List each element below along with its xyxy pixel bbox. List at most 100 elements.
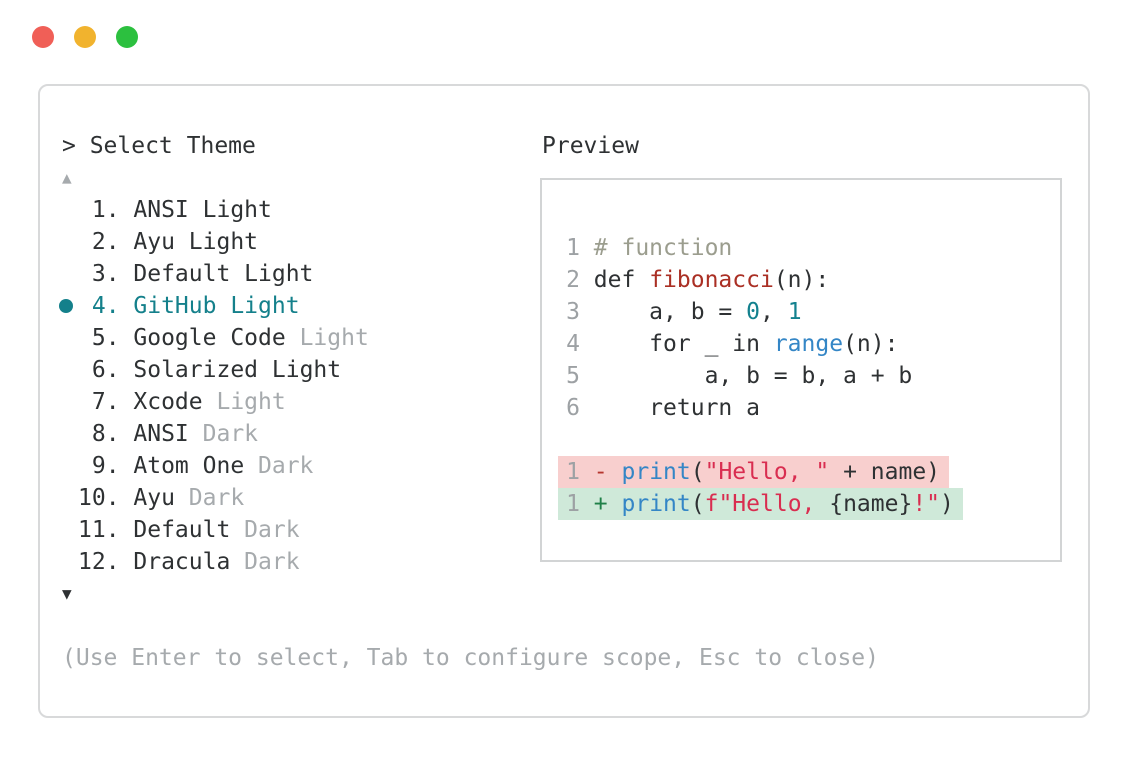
theme-item-variant: Light	[244, 261, 314, 287]
diff-code-line: 1 + print(f"Hello, {name}!")	[558, 488, 1052, 520]
body-row: ▲ 1. ANSI Light 2. Ayu Light 3. Default …	[59, 162, 1064, 610]
code-token-plain: for _ in	[593, 331, 774, 357]
theme-item-number: 3.	[78, 261, 134, 287]
theme-list-item[interactable]: 5. Google Code Light	[62, 322, 540, 354]
code-token-plain: )	[940, 491, 954, 517]
theme-item-number: 7.	[78, 389, 134, 415]
code-token-plain: a, b = b, a + b	[593, 363, 913, 389]
theme-list-item[interactable]: 3. Default Light	[62, 258, 540, 290]
code-token-plain: (n):	[773, 267, 830, 293]
theme-item-number: 8.	[78, 421, 134, 447]
line-number: 6	[566, 395, 594, 421]
close-button[interactable]	[32, 26, 54, 48]
theme-item-name: Dracula	[133, 549, 245, 575]
code-token-plain: {name}	[829, 491, 913, 517]
code-token-number: 0	[746, 299, 760, 325]
theme-list-item[interactable]: 1. ANSI Light	[62, 194, 540, 226]
scroll-down-icon[interactable]: ▼	[62, 584, 72, 603]
theme-item-name: Ayu	[133, 485, 189, 511]
code-token-plain: (	[690, 491, 705, 517]
theme-item-variant: Light	[216, 389, 286, 415]
minimize-button[interactable]	[74, 26, 96, 48]
line-number: 5	[566, 363, 594, 389]
theme-item-name: Ayu	[133, 229, 189, 255]
theme-item-name: Default	[133, 517, 245, 543]
code-token-string: !"	[912, 491, 941, 517]
theme-list-item[interactable]: 6. Solarized Light	[62, 354, 540, 386]
line-number: 2	[566, 267, 594, 293]
theme-picker-dialog: > Select Theme Preview ▲ 1. ANSI Light 2…	[38, 84, 1090, 718]
theme-list-item[interactable]: 12. Dracula Dark	[62, 546, 540, 578]
theme-item-number: 5.	[78, 325, 134, 351]
theme-item-name: Atom One	[133, 453, 259, 479]
picker-title: > Select Theme	[62, 133, 256, 159]
theme-list-item[interactable]: 10. Ayu Dark	[62, 482, 540, 514]
theme-list-item[interactable]: 8. ANSI Dark	[62, 418, 540, 450]
theme-item-number: 10.	[78, 485, 134, 511]
footer-hint: (Use Enter to select, Tab to configure s…	[62, 645, 879, 671]
theme-item-variant: Dark	[244, 517, 300, 543]
line-number: 1	[566, 491, 594, 517]
header-row: > Select Theme Preview	[62, 130, 1064, 162]
code-token-plain: + name)	[829, 459, 941, 485]
theme-item-variant: Light	[230, 293, 300, 319]
diff-removed-highlight: 1 - print("Hello, " + name)	[558, 456, 950, 488]
code-line: 2 def fibonacci(n):	[566, 264, 1052, 296]
theme-item-name: ANSI	[133, 421, 203, 447]
theme-list-item[interactable]: 4. GitHub Light	[59, 290, 540, 322]
theme-list-column: ▲ 1. ANSI Light 2. Ayu Light 3. Default …	[59, 162, 540, 610]
line-number: 3	[566, 299, 594, 325]
code-token-string: "Hello, "	[704, 459, 830, 485]
theme-item-number: 12.	[78, 549, 134, 575]
code-token-plain: def	[593, 267, 650, 293]
selected-dot-icon	[59, 299, 73, 313]
code-token-builtin: range	[773, 331, 844, 357]
theme-item-name: Xcode	[133, 389, 217, 415]
theme-item-name: Solarized	[133, 357, 272, 383]
theme-list-item[interactable]: 9. Atom One Dark	[62, 450, 540, 482]
diff-added-highlight: 1 + print(f"Hello, {name}!")	[558, 488, 963, 520]
diff-code-line: 1 - print("Hello, " + name)	[558, 456, 1052, 488]
theme-item-variant: Dark	[202, 421, 259, 447]
theme-item-number: 11.	[78, 517, 134, 543]
line-number: 1	[566, 459, 594, 485]
theme-item-number: 1.	[78, 197, 134, 223]
code-line: 3 a, b = 0, 1	[566, 296, 1052, 328]
theme-item-name: GitHub	[133, 293, 231, 319]
theme-list-item[interactable]: 2. Ayu Light	[62, 226, 540, 258]
code-token-plain: a, b =	[593, 299, 747, 325]
window-controls	[32, 26, 138, 48]
theme-item-name: Google Code	[133, 325, 300, 351]
code-token-func: fibonacci	[649, 267, 774, 293]
code-token-removed-marker: -	[593, 459, 622, 485]
theme-list: 1. ANSI Light 2. Ayu Light 3. Default Li…	[59, 194, 540, 578]
line-number: 4	[566, 331, 594, 357]
theme-item-variant: Light	[271, 357, 342, 383]
theme-item-variant: Dark	[188, 485, 245, 511]
zoom-button[interactable]	[116, 26, 138, 48]
code-token-plain: (	[690, 459, 705, 485]
theme-item-number: 2.	[78, 229, 134, 255]
theme-list-item[interactable]: 11. Default Dark	[62, 514, 540, 546]
line-number: 1	[566, 235, 594, 261]
code-line	[566, 424, 1052, 456]
theme-item-name: Default	[133, 261, 245, 287]
code-line: 1 # function	[566, 232, 1052, 264]
scroll-up-icon[interactable]: ▲	[62, 168, 72, 187]
code-line: 4 for _ in range(n):	[566, 328, 1052, 360]
theme-item-variant: Dark	[244, 549, 300, 575]
code-token-comment: # function	[593, 235, 733, 261]
theme-item-number: 6.	[78, 357, 134, 383]
code-token-plain: ,	[759, 299, 788, 325]
code-token-string: f"Hello,	[704, 491, 830, 517]
code-token-builtin: print	[621, 491, 691, 517]
theme-item-name: ANSI	[133, 197, 203, 223]
code-token-builtin: print	[621, 459, 691, 485]
code-token-number: 1	[787, 299, 802, 325]
theme-item-number: 9.	[78, 453, 134, 479]
theme-list-item[interactable]: 7. Xcode Light	[62, 386, 540, 418]
theme-item-number: 4.	[78, 293, 134, 319]
